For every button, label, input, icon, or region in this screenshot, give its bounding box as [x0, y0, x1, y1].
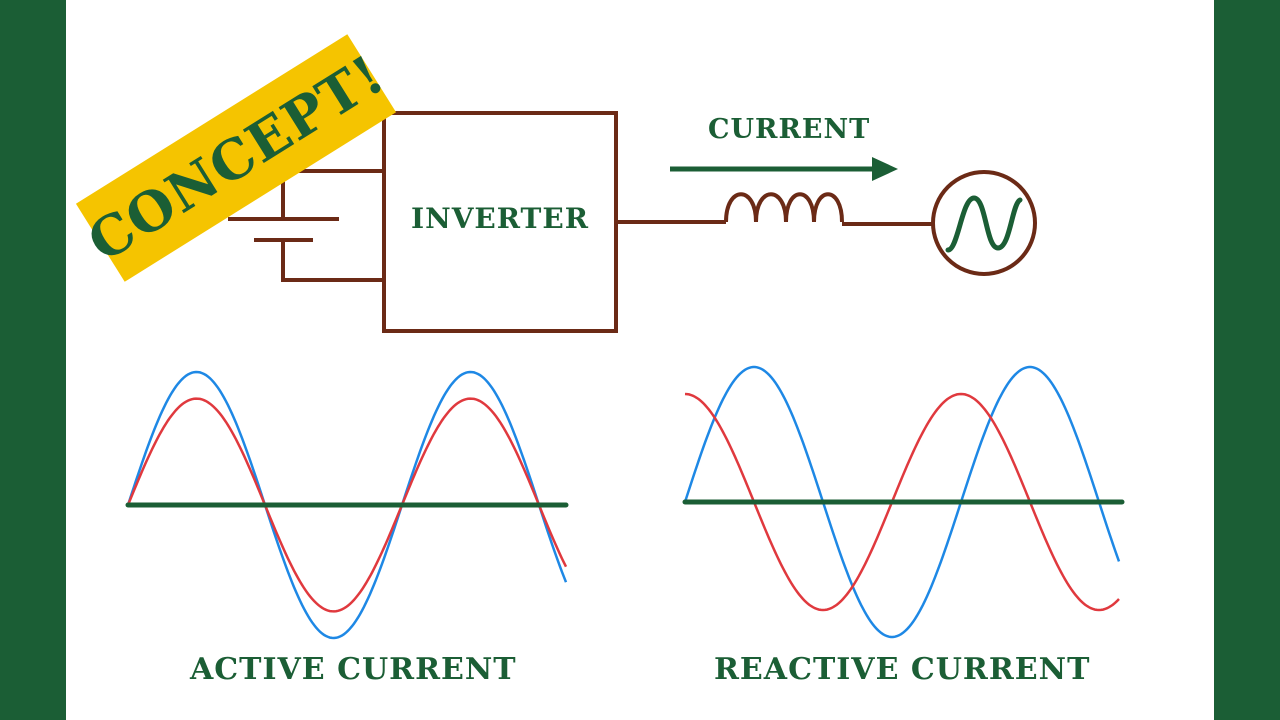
reactive-voltage-wave — [683, 365, 1121, 639]
dc-wires — [281, 169, 384, 282]
current-label: CURRENT — [708, 114, 871, 145]
active-voltage-wave — [126, 370, 568, 640]
ac-source-icon — [931, 170, 1037, 276]
right-border-bar — [1214, 0, 1280, 720]
current-arrow-head-icon — [872, 157, 898, 181]
inverter-label: INVERTER — [411, 202, 589, 235]
battery-icon — [228, 217, 339, 242]
active-current-wave — [126, 397, 568, 613]
ac-sine-icon — [945, 195, 1023, 253]
left-border-bar — [0, 0, 66, 720]
inductor-icon — [724, 192, 844, 223]
reactive-waveform-group — [682, 365, 1125, 639]
active-waveform-group — [125, 370, 569, 640]
reactive-current-wave — [684, 392, 1120, 612]
active-current-caption: ACTIVE CURRENT — [190, 652, 517, 687]
reactive-current-caption: REACTIVE CURRENT — [714, 652, 1091, 687]
